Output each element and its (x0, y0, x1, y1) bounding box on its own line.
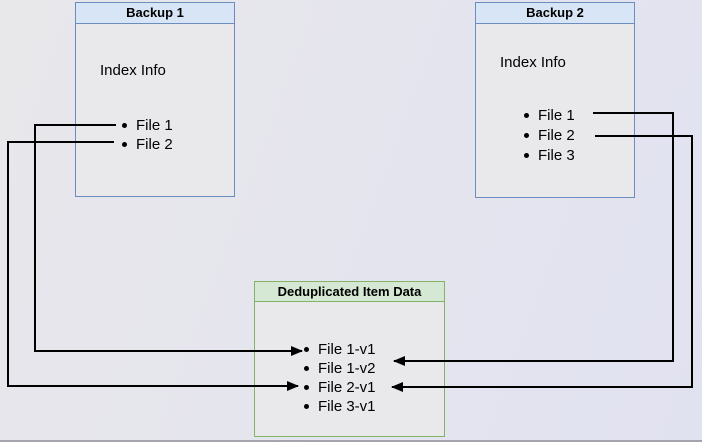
bullet-icon (304, 347, 309, 352)
list-item: File 1-v1 (304, 340, 376, 359)
bullet-icon (304, 385, 309, 390)
backup2-subtitle: Index Info (500, 54, 566, 71)
bullet-icon (304, 404, 309, 409)
bullet-icon (304, 366, 309, 371)
list-item: File 2 (524, 125, 575, 145)
list-item: File 3 (524, 145, 575, 165)
backup1-file-list: File 1 File 2 (122, 116, 173, 154)
file-label: File 1 (136, 117, 173, 134)
file-label: File 3-v1 (318, 398, 376, 415)
file-label: File 1-v2 (318, 360, 376, 377)
list-item: File 3-v1 (304, 397, 376, 416)
backup2-file-list: File 1 File 2 File 3 (524, 105, 575, 165)
bullet-icon (524, 152, 529, 158)
bullet-icon (122, 142, 127, 147)
bullet-icon (524, 132, 529, 138)
backup2-title: Backup 2 (476, 3, 634, 24)
list-item: File 1 (122, 116, 173, 135)
bullet-icon (524, 112, 529, 118)
file-label: File 3 (538, 146, 575, 164)
list-item: File 1 (524, 105, 575, 125)
backup1-title: Backup 1 (76, 3, 234, 24)
backup1-box: Backup 1 Index Info File 1 File 2 (75, 2, 235, 197)
file-label: File 2 (136, 136, 173, 153)
file-label: File 2 (538, 126, 575, 144)
window-bottom-edge (0, 440, 702, 442)
deduplicated-item-data-box: Deduplicated Item Data File 1-v1 File 1-… (254, 281, 445, 437)
list-item: File 1-v2 (304, 359, 376, 378)
file-label: File 1-v1 (318, 341, 376, 358)
file-label: File 1 (538, 106, 575, 124)
bullet-icon (122, 123, 127, 128)
file-label: File 2-v1 (318, 379, 376, 396)
dedup-title: Deduplicated Item Data (255, 282, 444, 302)
list-item: File 2-v1 (304, 378, 376, 397)
backup2-box: Backup 2 Index Info File 1 File 2 File 3 (475, 2, 635, 198)
dedup-file-list: File 1-v1 File 1-v2 File 2-v1 File 3-v1 (304, 340, 376, 416)
list-item: File 2 (122, 135, 173, 154)
backup1-subtitle: Index Info (100, 62, 166, 79)
